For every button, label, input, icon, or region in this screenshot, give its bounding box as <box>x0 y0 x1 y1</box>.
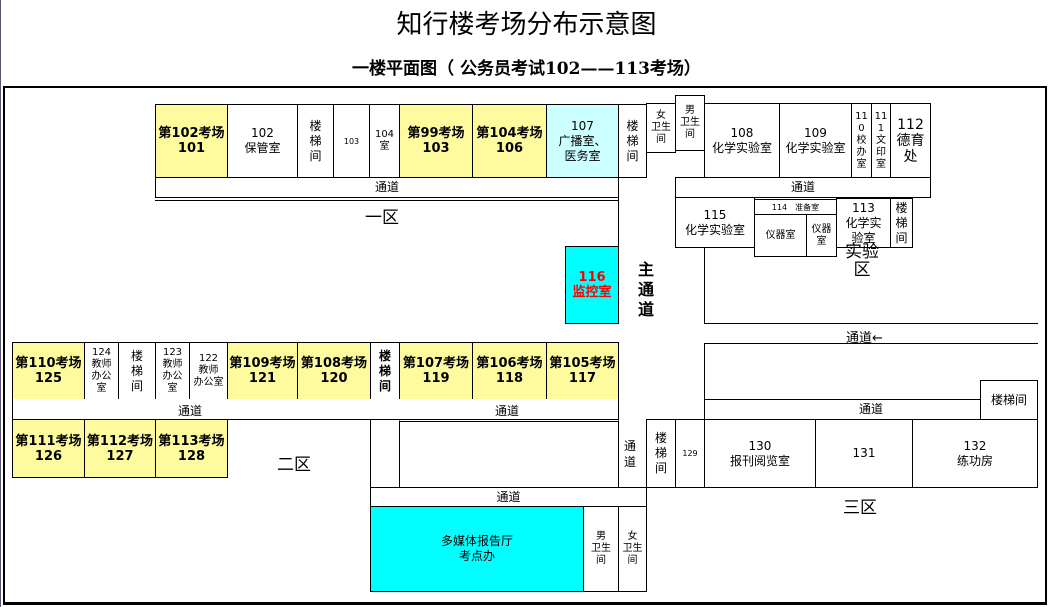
room-113: 113 化学实 验室 <box>836 198 891 248</box>
page-title: 知行楼考场分布示意图 <box>396 10 657 40</box>
corridor-label: 通 道 <box>624 439 637 469</box>
room-129: 129 <box>675 419 705 488</box>
stairwell: 楼 梯 间 <box>890 198 913 248</box>
main-corridor-label: 主 通 道 <box>638 260 655 319</box>
instrument-room: 仪器室 <box>754 214 807 257</box>
corridor: 通道 <box>370 487 647 507</box>
room-128: 第113考场 128 <box>155 419 228 478</box>
womens-restroom: 女 卫生 间 <box>646 103 676 153</box>
wall <box>704 247 705 324</box>
corridor-label: 通道← <box>846 331 883 346</box>
mens-restroom: 男 卫生 间 <box>675 95 705 151</box>
room-112: 112 德育 处 <box>890 103 931 178</box>
page-edge <box>0 0 1 607</box>
room-124: 124 教师 办公 室 <box>84 342 119 400</box>
room-108: 108 化学实验室 <box>704 103 780 178</box>
room-122: 122 教师 办公室 <box>189 342 228 400</box>
room-121: 第109考场 121 <box>227 342 298 400</box>
corridor <box>12 399 619 420</box>
corridor-label: 通道 <box>178 404 203 418</box>
room-118: 第106考场 118 <box>472 342 547 400</box>
room-120: 第108考场 120 <box>297 342 371 400</box>
zone-1-label: 一区 <box>365 208 399 228</box>
room-115: 115 化学实验室 <box>675 197 755 248</box>
room-117: 第105考场 117 <box>546 342 619 400</box>
room-132: 132 练功房 <box>912 419 1038 488</box>
corridor: 通道 <box>155 177 619 198</box>
zone-2-label: 二区 <box>277 455 311 475</box>
page-subtitle: 一楼平面图（ 公务员考试102——113考场） <box>352 59 701 79</box>
wall <box>704 343 1038 344</box>
room-109: 109 化学实验室 <box>779 103 852 178</box>
zone-3-label: 三区 <box>843 498 877 518</box>
room-111: 11 1 文 印 室 <box>871 103 891 178</box>
room-127: 第112考场 127 <box>84 419 156 478</box>
stairwell: 楼 梯 间 <box>370 342 400 400</box>
room-125: 第110考场 125 <box>12 342 85 400</box>
multimedia-hall: 多媒体报告厅 考点办 <box>370 506 584 592</box>
room-130: 130 报刊阅览室 <box>704 419 816 488</box>
room-123: 123 教师 办公 室 <box>155 342 190 400</box>
room-114: 114 准备室 <box>754 199 837 215</box>
room-110: 11 0 校 办 室 <box>851 103 872 178</box>
divider <box>155 200 619 201</box>
mens-restroom: 男 卫生 间 <box>583 506 619 592</box>
lab-zone-label: 实验 区 <box>845 242 879 280</box>
room-102: 102 保管室 <box>227 104 298 178</box>
corridor-label: 通道 <box>495 404 520 418</box>
wall <box>227 419 371 420</box>
stairwell: 楼梯间 <box>980 380 1038 420</box>
wall <box>704 343 705 400</box>
room-107: 107 广播室、 医务室 <box>546 104 619 178</box>
womens-restroom: 女 卫生 间 <box>618 506 647 592</box>
building-outline <box>3 86 1047 605</box>
room-126: 第111考场 126 <box>12 419 85 478</box>
room-131: 131 <box>815 419 913 488</box>
wall <box>370 419 371 487</box>
room-103-exam99: 第99考场 103 <box>399 104 473 178</box>
corridor: 通道 <box>675 177 931 198</box>
wall <box>618 177 619 247</box>
unlabeled-room <box>399 419 619 488</box>
stairwell: 楼 梯 间 <box>118 342 156 400</box>
stairwell: 楼 梯 间 <box>618 104 647 178</box>
room-119: 第107考场 119 <box>399 342 473 400</box>
instrument-room: 仪器 室 <box>806 214 837 257</box>
room-103: 103 <box>333 104 370 178</box>
wall <box>704 323 1038 324</box>
stairwell: 楼 梯 间 <box>297 104 334 178</box>
room-106: 第104考场 106 <box>472 104 547 178</box>
room-104: 104 室 <box>369 104 400 178</box>
room-116-monitor: 116 监控室 <box>565 246 619 324</box>
room-101: 第102考场 101 <box>155 104 228 178</box>
stairwell: 楼 梯 间 <box>646 419 676 488</box>
